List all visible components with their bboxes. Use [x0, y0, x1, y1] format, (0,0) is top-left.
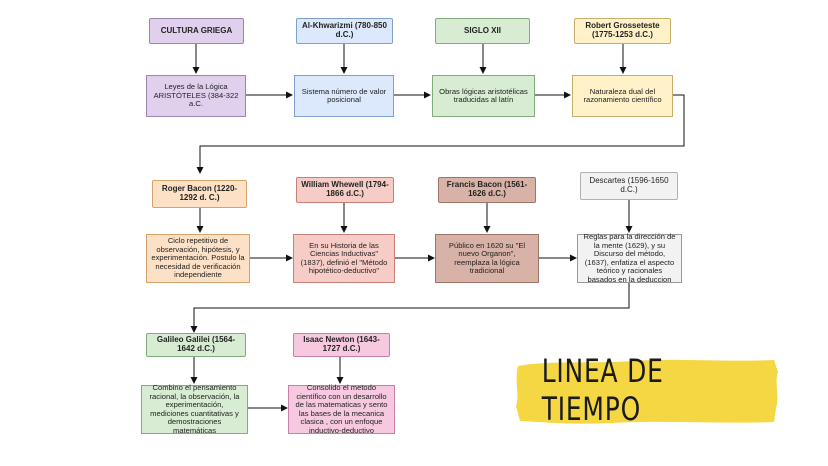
node-body-metodo-cientifico: Consolido el metodo científico con un de…	[288, 383, 395, 434]
node-header-isaac-newton: Isaac Newton (1643-1727 d.C.)	[293, 333, 390, 357]
node-body-discurso-metodo: Reglas para la dirección de la mente (16…	[577, 232, 682, 283]
node-header-galileo-galilei: Galileo Galilei (1564-1642 d.C.)	[146, 333, 246, 357]
node-body-metodo-hipotetico: En su Historia de las Ciencias Inductiva…	[293, 234, 395, 283]
node-body-naturaleza-dual: Naturaleza dual del razonamiento científ…	[572, 75, 673, 117]
banner-title: LINEA DE TIEMPO	[541, 352, 664, 428]
banner-brush-stroke	[516, 359, 778, 424]
node-header-al-khwarizmi: Al-Khwarizmi (780-850 d.C.)	[296, 18, 393, 44]
timeline-banner: LINEA DE TIEMPO	[512, 352, 782, 428]
node-body-obras-logicas: Obras lógicas aristotélicas traducidas a…	[432, 75, 535, 117]
node-body-valor-posicional: Sistema número de valor posicional	[294, 75, 394, 117]
node-body-nuevo-organon: Público en 1620 su "El nuevo Organon", r…	[435, 234, 539, 283]
node-header-siglo-xii: SIGLO XII	[435, 18, 530, 44]
node-header-francis-bacon: Francis Bacon (1561-1626 d.C.)	[438, 177, 536, 203]
node-header-robert-grosseteste: Robert Grosseteste (1775-1253 d.C.)	[574, 18, 671, 44]
node-header-descartes: Descartes (1596-1650 d.C.)	[580, 172, 678, 200]
node-body-ciclo-repetitivo: Ciclo repetitivo de observación, hipótes…	[146, 234, 250, 283]
node-header-roger-bacon: Roger Bacon (1220-1292 d. C.)	[152, 180, 247, 208]
node-body-aristoteles: Leyes de la Lógica ARISTÓTELES (384-322 …	[146, 75, 246, 117]
node-header-cultura-griega: CULTURA GRIEGA	[149, 18, 244, 44]
node-header-william-whewell: William Whewell (1794-1866 d.C.)	[296, 177, 394, 203]
node-body-pensamiento-racional: Combino el pensamiento racional, la obse…	[141, 383, 248, 434]
